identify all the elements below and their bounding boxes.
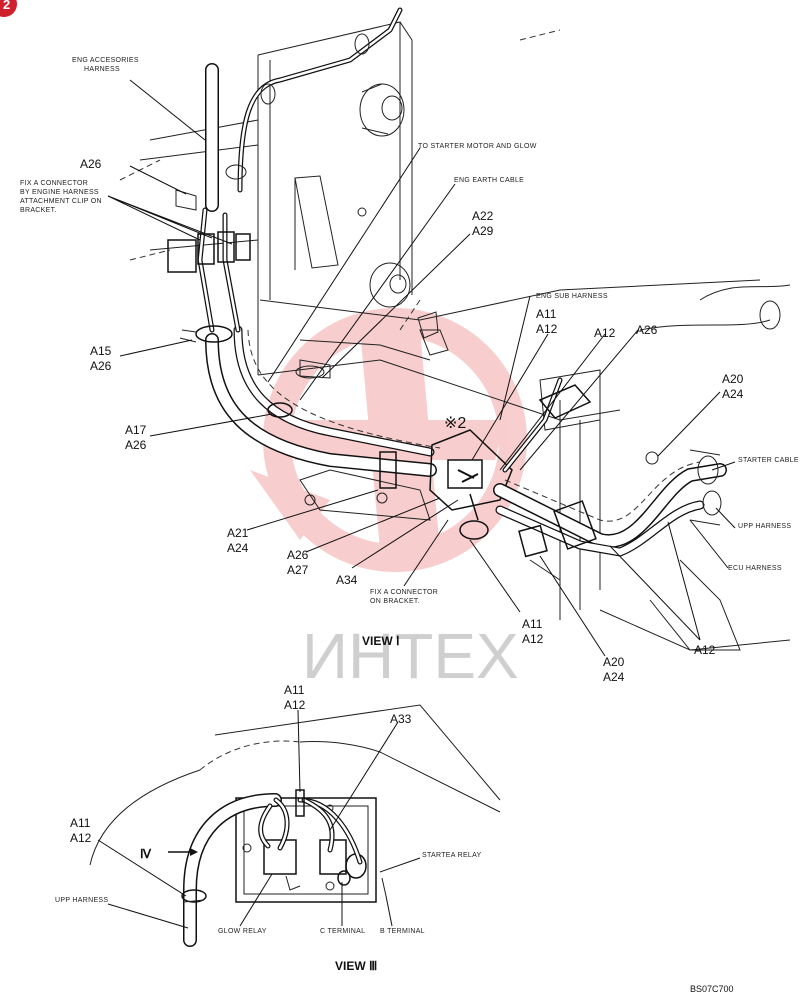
sub-harness-bracket bbox=[429, 429, 513, 540]
note-eng-accessories-2: HARNESS bbox=[84, 66, 120, 73]
code-a27: A27 bbox=[287, 563, 309, 577]
note-starter-cable: STARTER CABLE bbox=[738, 457, 799, 464]
code-a15: A15 bbox=[90, 344, 112, 358]
page-badge-number: 2 bbox=[3, 0, 10, 12]
view-iv-label: Ⅳ bbox=[140, 847, 152, 861]
main-harness-run bbox=[197, 207, 441, 477]
code-a26-right: A26 bbox=[636, 323, 658, 337]
note-fix-clip-1: FIX A CONNECTOR bbox=[20, 180, 88, 187]
note-fix-bracket-1: FIX A CONNECTOR bbox=[370, 589, 438, 596]
code-a12-mid: A12 bbox=[594, 326, 616, 340]
watermark-text: ИНТЕХ bbox=[302, 620, 519, 692]
note-fix-clip-4: BRACKET. bbox=[20, 207, 57, 214]
view1-title: VIEW Ⅰ bbox=[362, 634, 400, 648]
code-a12-top: A12 bbox=[536, 322, 558, 336]
code-a17: A17 bbox=[125, 423, 147, 437]
note-eng-accessories-1: ENG ACCESORIES bbox=[72, 57, 139, 64]
v3-note-starter-relay: STARTEA RELAY bbox=[422, 852, 482, 859]
view3-frame bbox=[89, 704, 501, 903]
code-a22: A22 bbox=[472, 209, 494, 223]
view1-mark: ※2 bbox=[444, 415, 466, 432]
view3-title: VIEW Ⅲ bbox=[335, 959, 377, 973]
code-a26-top: A26 bbox=[80, 157, 102, 171]
code-a12-right: A12 bbox=[694, 643, 716, 657]
drawing-code: BS07C700 bbox=[690, 984, 734, 994]
code-a29: A29 bbox=[472, 224, 494, 238]
v3-code-a12-top: A12 bbox=[284, 698, 306, 712]
code-a24-top: A24 bbox=[722, 387, 744, 401]
code-a26-low: A26 bbox=[125, 438, 147, 452]
upper-harness-loop bbox=[225, 7, 403, 193]
note-starter-glow: TO STARTER MOTOR AND GLOW bbox=[418, 143, 537, 150]
v3-code-a33: A33 bbox=[390, 712, 412, 726]
note-ecu-harness: ECU HARNESS bbox=[728, 565, 782, 572]
view-iv-arrow bbox=[168, 848, 198, 856]
page-badge: 2 bbox=[0, 0, 17, 17]
code-a26-left: A26 bbox=[90, 359, 112, 373]
harness-clamps bbox=[179, 325, 397, 489]
view1-leaders bbox=[107, 79, 736, 657]
v3-code-a11-top: A11 bbox=[284, 683, 305, 697]
code-a21: A21 bbox=[227, 526, 249, 540]
code-a34: A34 bbox=[336, 573, 358, 587]
note-earth-cable: ENG EARTH CABLE bbox=[454, 177, 524, 184]
note-upp-harness: UPP HARNESS bbox=[738, 523, 791, 530]
v3-note-upp-harness: UPP HARNESS bbox=[55, 897, 108, 904]
note-sub-harness: ENG SUB HARNESS bbox=[536, 293, 608, 300]
v3-note-glow-relay: GLOW RELAY bbox=[218, 928, 267, 935]
code-a20-top: A20 bbox=[722, 372, 744, 386]
code-a12-low: A12 bbox=[522, 632, 544, 646]
v3-code-a11-left: A11 bbox=[70, 816, 91, 830]
code-a11-top: A11 bbox=[536, 307, 557, 321]
v3-note-c-terminal: C TERMINAL bbox=[320, 928, 365, 935]
connector-cluster bbox=[167, 189, 251, 273]
right-harness-bundle bbox=[493, 377, 727, 558]
code-a26-b: A26 bbox=[287, 548, 309, 562]
code-a11-low: A11 bbox=[522, 617, 543, 631]
code-a24-bottom: A24 bbox=[603, 670, 625, 684]
note-fix-bracket-2: ON BRACKET. bbox=[370, 598, 420, 605]
note-fix-clip-2: BY ENGINE HARNESS bbox=[20, 189, 99, 196]
v3-code-a12-left: A12 bbox=[70, 831, 92, 845]
code-a20-low: A20 bbox=[603, 655, 625, 669]
view3-harness bbox=[181, 789, 363, 947]
note-fix-clip-3: ATTACHMENT CLIP ON bbox=[20, 198, 102, 205]
v3-note-b-terminal: B TERMINAL bbox=[380, 928, 425, 935]
view3-leaders bbox=[97, 709, 421, 929]
code-a24-low: A24 bbox=[227, 541, 249, 555]
